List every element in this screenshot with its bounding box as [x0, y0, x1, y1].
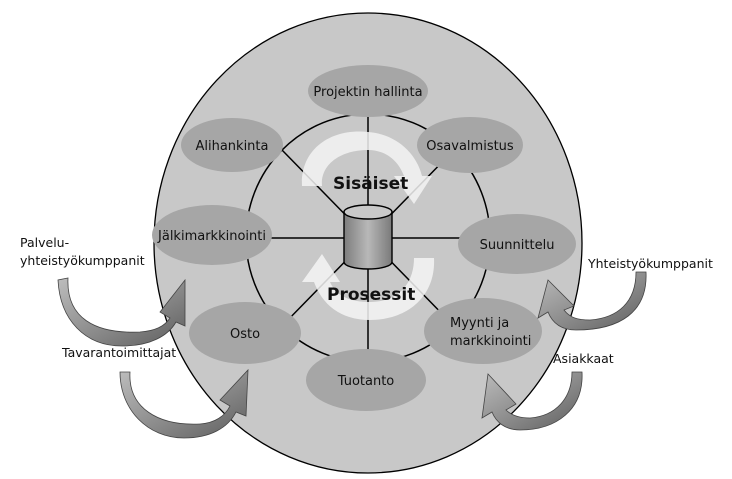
node-myynti-ja-markkinointi: Myynti ja markkinointi [424, 298, 542, 364]
label-yhteistyokumppanit: Yhteistyökumppanit [587, 256, 713, 271]
node-label-line1: Myynti ja [450, 316, 509, 331]
label-palvelu-line1: Palvelu- [20, 235, 69, 250]
node-tuotanto: Tuotanto [306, 349, 426, 411]
label-palvelu-line2: yhteistyökumppanit [20, 253, 145, 268]
label-tavarantoimittajat: Tavarantoimittajat [61, 345, 176, 360]
label-asiakkaat: Asiakkaat [553, 351, 614, 366]
node-label: Alihankinta [195, 139, 268, 154]
node-osavalmistus: Osavalmistus [417, 117, 523, 173]
node-label: Jälkimarkkinointi [157, 229, 266, 244]
arrow-yhteistyokumppanit-icon [537, 271, 647, 331]
node-label: Osavalmistus [426, 139, 514, 154]
node-label: Osto [230, 327, 260, 342]
node-label: Tuotanto [337, 374, 395, 389]
arrow-asiakkaat-icon [481, 371, 583, 431]
center-label-bottom: Prosessit [327, 285, 415, 305]
cycle-arrows [301, 131, 435, 320]
node-label-line2: markkinointi [450, 334, 531, 349]
arrow-tavarantoimittajat-icon [119, 368, 249, 439]
center-label-top: Sisäiset [333, 174, 408, 194]
arrow-palvelu-icon [57, 277, 186, 347]
node-suunnittelu: Suunnittelu [458, 214, 576, 274]
node-projektin-hallinta: Projektin hallinta [308, 65, 428, 117]
node-alihankinta: Alihankinta [181, 118, 283, 172]
database-cylinder-icon [343, 204, 393, 270]
node-osto: Osto [189, 302, 301, 364]
node-jalkimarkkinointi: Jälkimarkkinointi [152, 205, 272, 265]
node-label: Projektin hallinta [313, 85, 422, 100]
node-label: Suunnittelu [480, 238, 555, 253]
